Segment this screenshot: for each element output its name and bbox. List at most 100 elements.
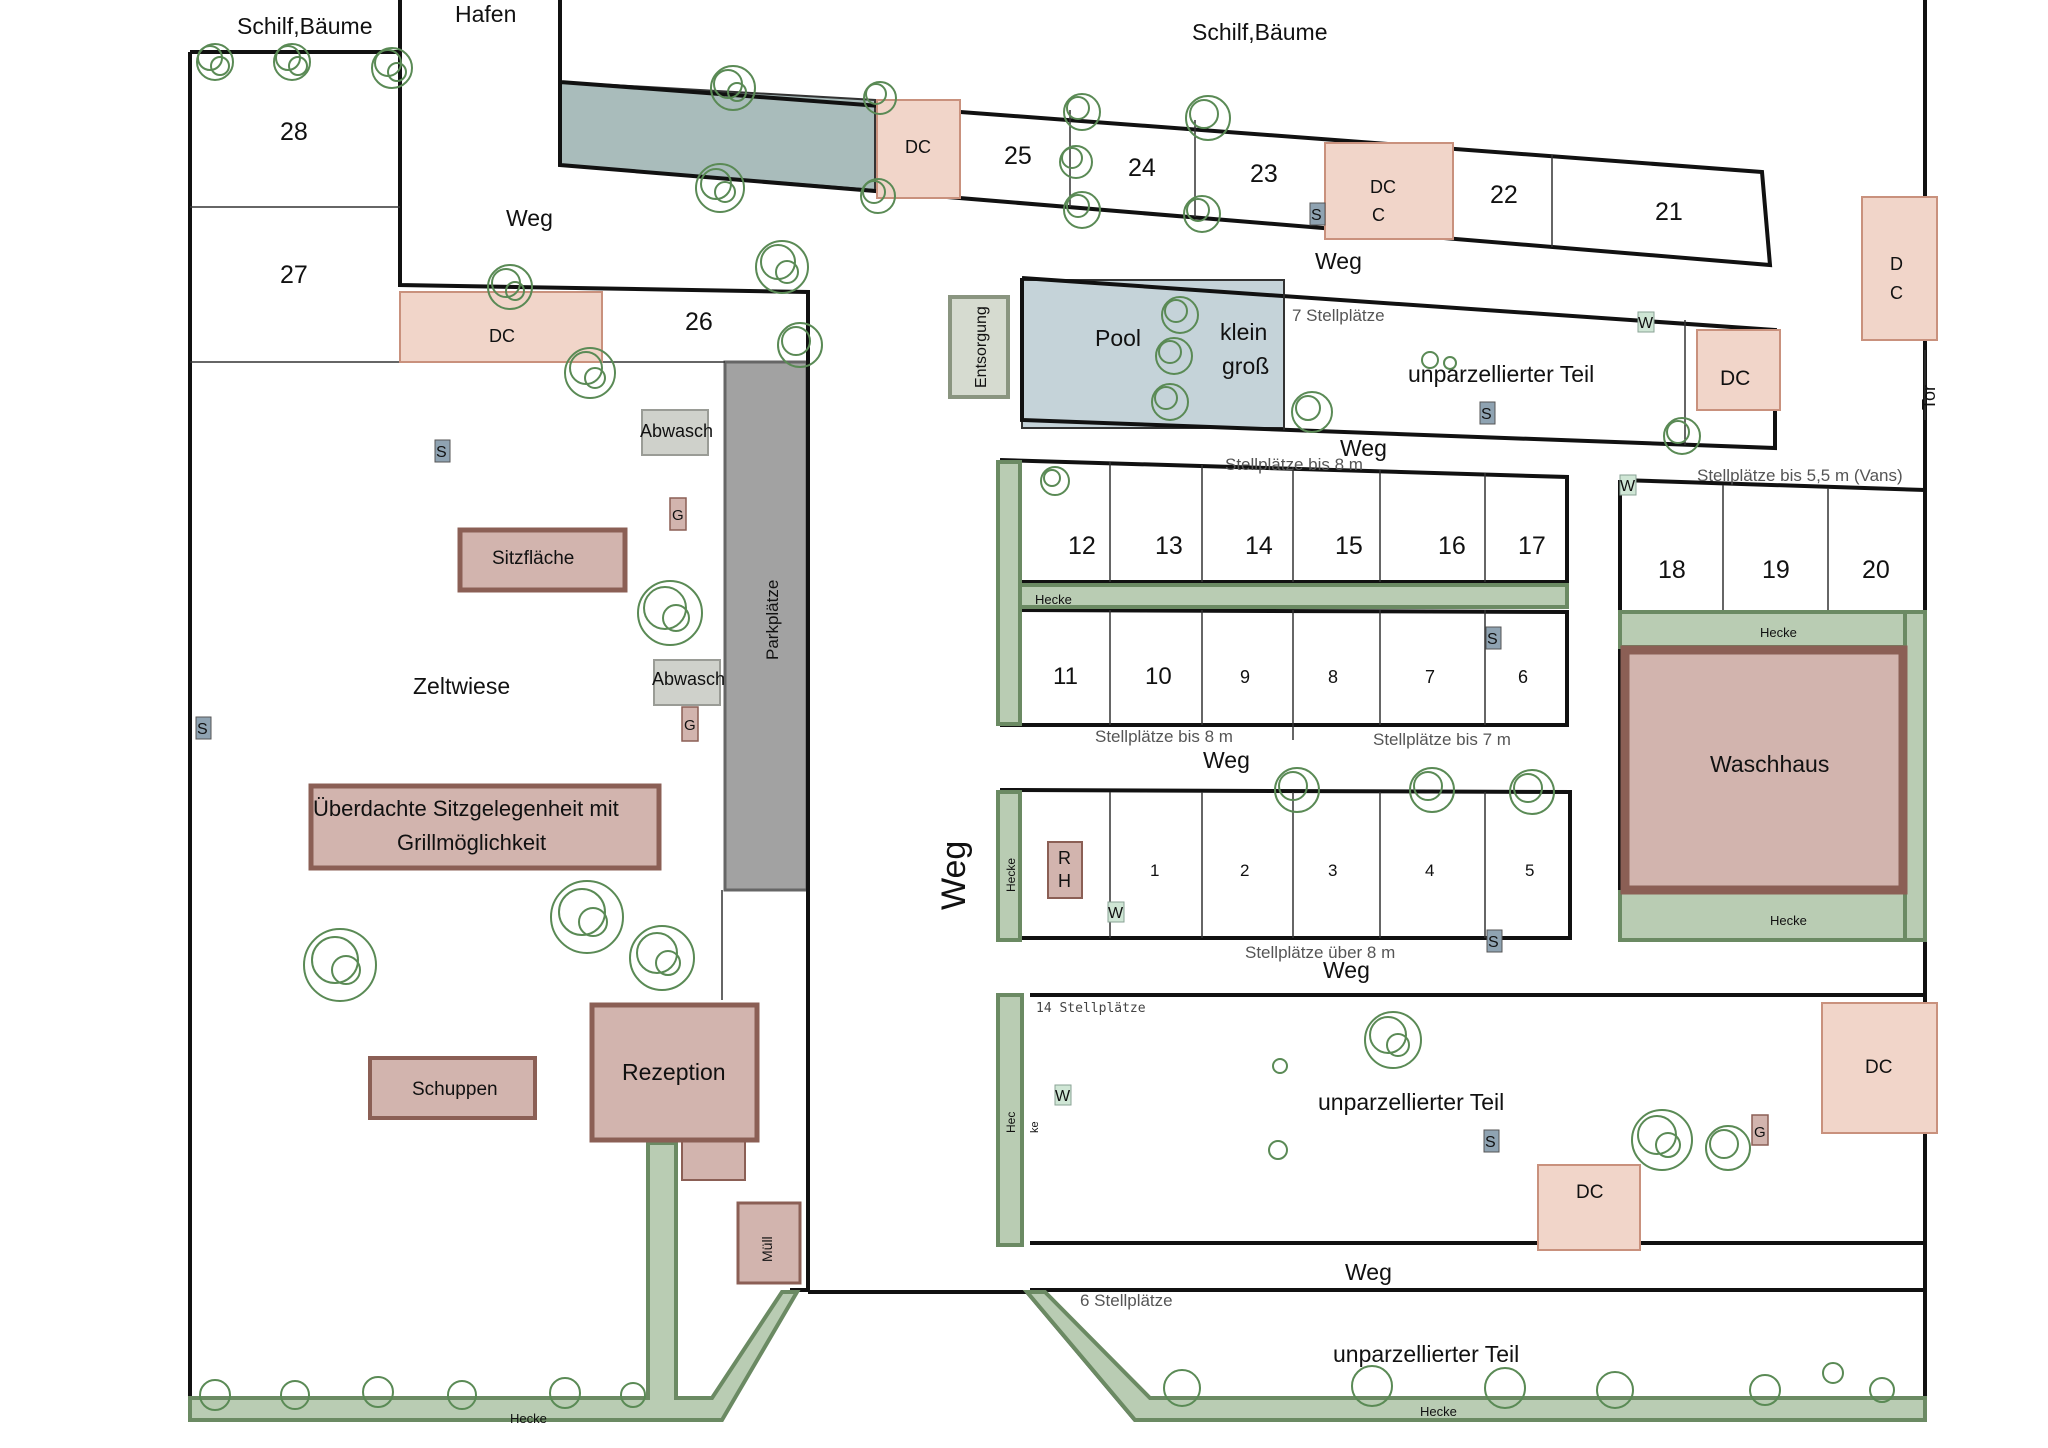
trees [196,43,1895,1411]
w-letter-4: W [1055,1088,1071,1105]
tree-icon [1063,93,1101,131]
tree-icon [755,240,809,294]
label-spots-8m-2: Stellplätze bis 8 m [1095,727,1233,746]
shed [368,1056,537,1120]
dc-bottom [1537,1164,1641,1251]
tree-icon [1040,466,1070,496]
tree-icon [1663,417,1701,455]
s-letter-5: S [1487,631,1498,648]
s-sign-5 [1485,626,1502,650]
pitch-7: 7 [1425,667,1435,687]
pitch-10: 10 [1145,663,1172,690]
label-hedge-1: Hecke [1035,592,1072,607]
tree-icon [1063,191,1101,229]
label-gate: Tor [1919,385,1939,410]
dc-labels: DC DC C DC D C DC DC DC [489,137,1903,1203]
label-fourteen-spots: 14 Stellplätze [1036,1001,1146,1016]
pitch-27: 27 [280,261,308,289]
covered-seating [308,783,662,871]
tree-icon [1351,1365,1393,1407]
tree-icon [1484,1367,1526,1409]
reception [589,1002,760,1143]
tree-icon [1364,1011,1422,1069]
g-post-3 [1751,1114,1769,1146]
dc-top-22 [1324,142,1454,240]
sign-letters: S S S S S S S W W W W G G G R H [197,207,1766,1151]
water-signs [1054,311,1655,1106]
label-unparcelled-1: unparzellierter Teil [1408,361,1594,387]
pitch-19: 19 [1762,556,1790,584]
label-dishwashing-2: Abwasch [652,669,725,689]
tree-icon [629,925,695,991]
rh-letter-r: R [1058,848,1071,868]
label-hedge-4: Hecke [510,1411,547,1426]
label-path-2: Weg [1315,248,1362,274]
label-pool-small: klein [1220,319,1267,345]
rh-building [1047,841,1083,899]
s-sign-3 [195,716,212,740]
label-path-1: Weg [506,205,553,231]
label-reed-trees-left: Schilf,Bäume [237,13,373,39]
tree-icon [447,1380,477,1410]
pitch-3: 3 [1328,861,1337,880]
dc-right-upper [1861,196,1938,341]
label-spots-vans: Stellplätze bis 5,5 m (Vans) [1697,466,1903,485]
dc-label-3: DC [489,326,515,346]
label-shed: Schuppen [412,1079,498,1100]
tree-icon [863,81,897,115]
pitch-2: 2 [1240,861,1249,880]
tree-icon [1596,1371,1634,1409]
pitch-18: 18 [1658,556,1686,584]
g-post-2 [681,706,699,742]
map-labels: Schilf,Bäume Hafen Schilf,Bäume Weg Weg … [237,1,1939,1426]
dc-label-4-d: D [1890,254,1903,274]
tree-icon [637,580,703,646]
tree-icon [487,264,533,310]
tree-icon [1161,296,1199,334]
dc-label-6: DC [1865,1057,1892,1078]
pitch-22: 22 [1490,181,1518,209]
label-washhouse: Waschhaus [1710,751,1829,777]
w-sign-4 [1054,1084,1072,1106]
w-letter-1: W [1638,315,1654,332]
tree-icon [1291,391,1333,433]
tree-icon [564,347,616,399]
pitch-25: 25 [1004,142,1032,170]
tree-icon [1822,1362,1844,1384]
washhouse [1620,645,1908,895]
hedge-bottom-left [188,1141,801,1422]
tree-icon [199,1379,231,1411]
tree-icon [1151,383,1189,421]
tree-icon [280,1380,310,1410]
pitch-23: 23 [1250,160,1278,188]
label-waste: Müll [759,1236,775,1262]
tree-icon [303,928,377,1002]
label-hedge-split-1: Hec [1004,1112,1018,1133]
tree-icon [1869,1377,1895,1403]
pitch-4: 4 [1425,861,1434,880]
w-sign-2 [1619,474,1637,496]
g-letter-1: G [672,507,684,524]
buildings [308,497,1908,1285]
label-pool: Pool [1095,325,1141,351]
label-hedge-split-2: ke [1029,1121,1041,1133]
label-spots-over-8m: Stellplätze über 8 m [1245,943,1395,962]
seating-area [457,527,628,593]
label-seating-area: Sitzfläche [492,548,574,569]
tree-icon [860,178,896,214]
pitch-20: 20 [1862,556,1890,584]
pitch-17: 17 [1518,532,1546,560]
pitch-8: 8 [1328,667,1338,687]
label-seven-spots: 7 Stellplätze [1292,306,1385,325]
tree-icon [273,43,311,81]
label-path-4: Weg [1203,747,1250,773]
tree-icon [1421,351,1439,369]
disposal-station [948,295,1010,399]
harbor-block [559,80,876,192]
dishwashing-stations [641,409,721,706]
label-unparcelled-3: unparzellierter Teil [1333,1341,1519,1367]
s-sign-4 [1479,401,1496,425]
tree-icon [1631,1109,1693,1171]
w-letter-3: W [1108,905,1124,922]
dc-label-5: DC [1720,367,1750,390]
